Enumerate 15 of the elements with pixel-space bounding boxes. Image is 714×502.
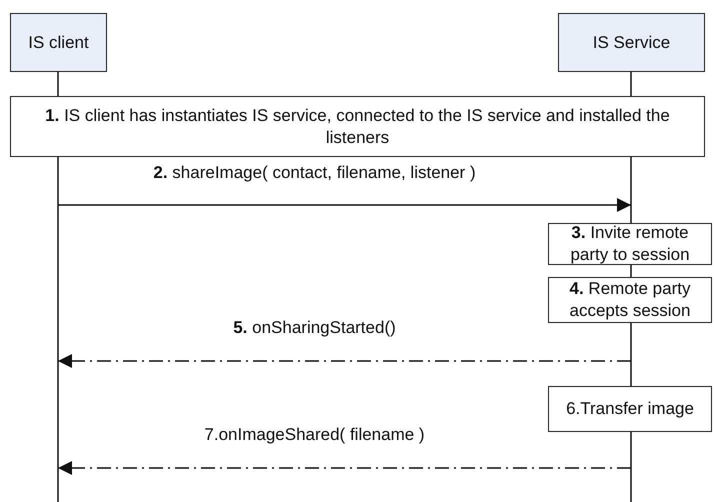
note-box	[10, 96, 705, 157]
step-text: 6.Transfer image	[566, 398, 694, 420]
process-box	[548, 277, 712, 323]
message-arrow	[58, 354, 631, 368]
edge-label: 2. shareImage( contact, filename, listener )	[151, 163, 478, 183]
message-arrow	[58, 198, 631, 212]
step-text: 4. Remote party accepts session	[568, 278, 692, 322]
participant-name: IS client	[28, 32, 89, 54]
step-text: 3. Invite remote party to session	[569, 222, 691, 266]
step-text: 1. IS client has instantiates IS service, connected to the IS service and installed the listeners	[44, 104, 671, 148]
edge-label: 5. onSharingStarted()	[231, 318, 398, 338]
process-box	[548, 386, 712, 432]
process-box	[548, 223, 712, 265]
participant-name: IS Service	[592, 32, 670, 54]
message-arrow	[58, 461, 631, 475]
